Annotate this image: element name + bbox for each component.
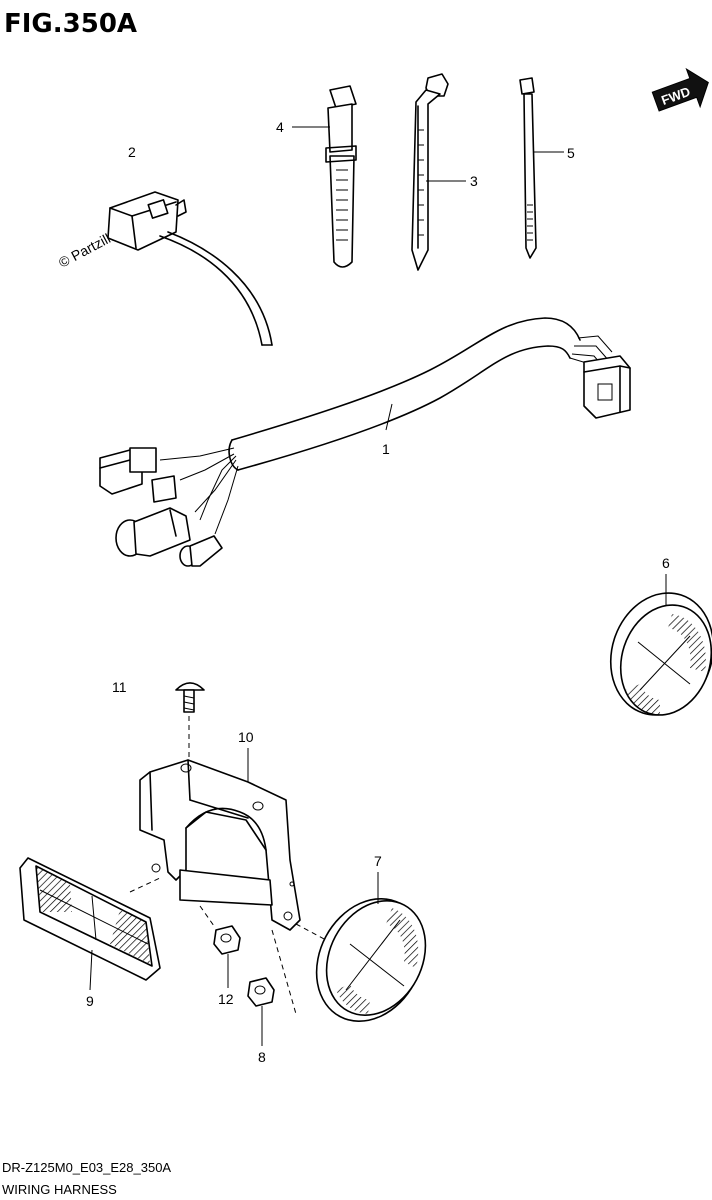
callout-7: 7	[374, 853, 382, 869]
callout-6: 6	[662, 555, 670, 571]
forward-arrow-icon	[651, 67, 709, 112]
footer-code: DR-Z125M0_E03_E28_350A	[2, 1160, 171, 1175]
callout-5: 5	[567, 145, 575, 161]
footer-name: WIRING HARNESS	[2, 1182, 117, 1197]
part-10-bracket	[139, 759, 301, 931]
part-9-reflector-rect	[19, 857, 161, 981]
callout-3: 3	[470, 173, 478, 189]
part-1-wiring-harness	[99, 317, 631, 567]
callout-11: 11	[112, 679, 127, 695]
callout-8: 8	[258, 1049, 266, 1065]
callout-12: 12	[218, 991, 234, 1007]
part-2-switch	[107, 191, 273, 346]
part-3-clamp	[411, 73, 449, 271]
part-4-band-clamp	[325, 85, 357, 268]
part-12-nut	[199, 905, 241, 955]
callout-1: 1	[382, 441, 390, 457]
part-11-screw	[175, 682, 205, 760]
part-5-cable-tie	[519, 77, 537, 259]
callout-9: 9	[86, 993, 94, 1009]
fwd-badge: FWD	[651, 67, 709, 112]
figure-title: FIG.350A	[4, 9, 137, 39]
part-7-reflector-round	[295, 898, 427, 1022]
part-6-reflector-round	[609, 592, 712, 716]
callout-2: 2	[128, 144, 136, 160]
callout-4: 4	[276, 119, 284, 135]
callout-10: 10	[238, 729, 254, 745]
part-8-nut	[247, 929, 297, 1015]
